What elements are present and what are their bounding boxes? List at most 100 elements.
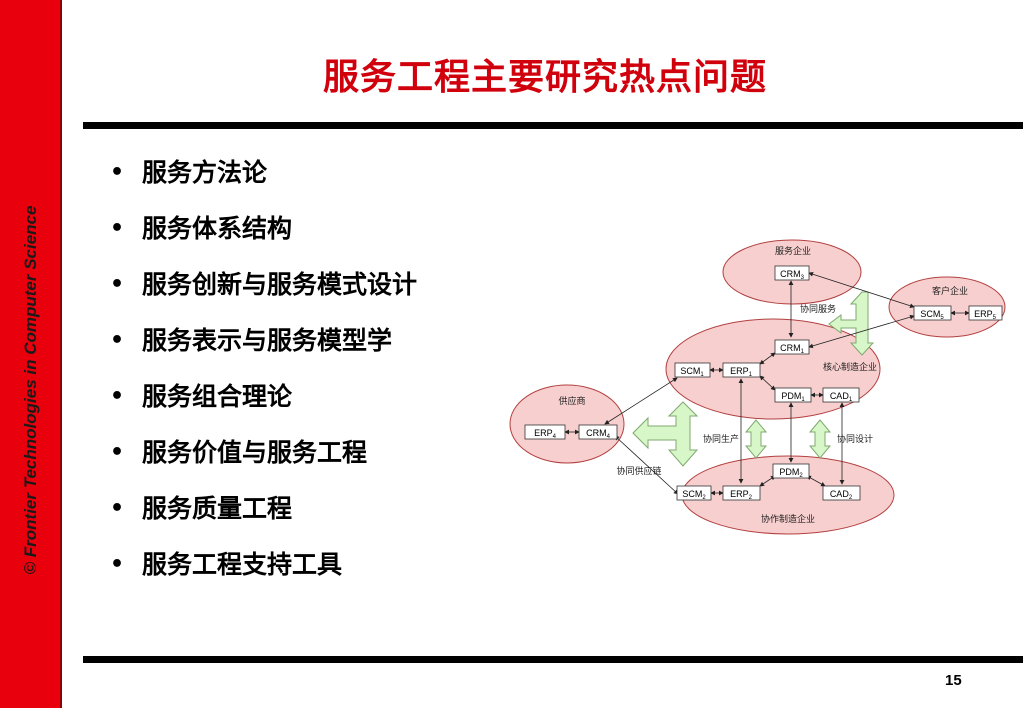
bullet-symbol: • [110, 160, 125, 185]
svg-text:ERP2: ERP2 [730, 489, 753, 501]
box-subscript: 2 [849, 495, 853, 501]
svg-text:ERP1: ERP1 [730, 366, 753, 378]
svg-text:CRM1: CRM1 [780, 343, 805, 355]
svg-text:SCM2: SCM2 [682, 489, 706, 501]
link-crm1-scm5 [808, 314, 915, 349]
svg-text:CAD2: CAD2 [830, 489, 853, 501]
collab-production-arrow [744, 419, 768, 459]
box-subscript: 4 [607, 434, 611, 440]
box-crm3: CRM3 [774, 265, 810, 281]
top-divider [83, 122, 1023, 129]
list-item: • 服务质量工程 [110, 492, 417, 548]
sidebar-caption: © Frontier Technologies in Computer Scie… [21, 205, 40, 575]
box-cad2: CAD2 [822, 485, 861, 501]
list-item-text: 服务组合理论 [142, 382, 293, 411]
box-subscript: 1 [849, 397, 853, 403]
list-item: • 服务方法论 [110, 156, 417, 212]
svg-text:ERP5: ERP5 [974, 309, 997, 321]
svg-text:PDM2: PDM2 [779, 467, 803, 479]
page-number: 15 [945, 672, 962, 689]
sidebar: © Frontier Technologies in Computer Scie… [0, 0, 62, 708]
box-label: CRM [780, 343, 801, 353]
box-subscript: 1 [749, 372, 753, 378]
box-label: ERP [534, 428, 553, 438]
bullet-symbol: • [110, 216, 125, 241]
list-item: • 服务价值与服务工程 [110, 436, 417, 492]
box-label: SCM [682, 489, 702, 499]
box-label: PDM [779, 467, 799, 477]
box-erp2: ERP2 [722, 485, 761, 501]
box-subscript: 3 [801, 275, 805, 281]
box-label: CRM [780, 269, 801, 279]
box-subscript: 2 [749, 495, 753, 501]
box-scm1: SCM1 [674, 362, 711, 378]
svg-text:PDM1: PDM1 [781, 391, 805, 403]
bullet-symbol: • [110, 328, 125, 353]
bullet-list: •服务方法论 •服务体系结构 •服务创新与服务模式设计 •服务表示与服务模型学 … [110, 156, 417, 604]
box-subscript: 5 [940, 315, 944, 321]
box-label: PDM [781, 391, 801, 401]
box-crm4: CRM4 [578, 424, 618, 440]
link-crm3-scm5 [808, 271, 915, 309]
bottom-divider [83, 656, 1023, 663]
label-collab-supply-chain: 协同供应链 [616, 465, 661, 477]
svg-text:CRM3: CRM3 [780, 269, 805, 281]
box-scm2: SCM2 [676, 485, 712, 501]
bullet-symbol: • [110, 384, 125, 409]
list-item-text: 服务表示与服务模型学 [142, 326, 393, 355]
box-erp5: ERP5 [968, 305, 1003, 321]
link-erp1-crm1 [759, 352, 776, 365]
link-erp1-pdm1 [759, 375, 776, 391]
list-item-text: 服务工程支持工具 [142, 550, 343, 579]
box-label: ERP [730, 489, 749, 499]
box-label: ERP [974, 309, 993, 319]
label-collab-enterprise: 协作制造企业 [761, 513, 815, 525]
bullet-symbol: • [110, 272, 125, 297]
list-item: • 服务创新与服务模式设计 [110, 268, 417, 324]
label-collab-service: 协同服务 [800, 303, 836, 315]
svg-text:CAD1: CAD1 [830, 391, 853, 403]
box-pdm1: PDM1 [774, 387, 812, 403]
collab-supply-chain-arrow [632, 401, 699, 467]
box-cad1: CAD1 [822, 387, 860, 403]
box-subscript: 2 [799, 473, 803, 479]
box-pdm2: PDM2 [772, 463, 810, 479]
list-item-text: 服务质量工程 [142, 494, 293, 523]
box-subscript: 1 [801, 349, 805, 355]
box-subscript: 5 [993, 315, 997, 321]
box-label: CAD [830, 489, 850, 499]
box-label: ERP [730, 366, 749, 376]
bullet-symbol: • [110, 552, 125, 577]
svg-text:CRM4: CRM4 [586, 428, 611, 440]
box-label: CRM [586, 428, 607, 438]
label-service-enterprise: 服务企业 [775, 245, 811, 257]
list-item-text: 服务创新与服务模式设计 [142, 270, 418, 299]
list-item: • 服务工程支持工具 [110, 548, 417, 604]
label-collab-design: 协同设计 [837, 433, 873, 445]
bullet-symbol: • [110, 496, 125, 521]
list-item: • 服务体系结构 [110, 212, 417, 268]
box-erp1: ERP1 [722, 362, 761, 378]
box-crm1: CRM1 [774, 339, 810, 355]
box-erp4: ERP4 [524, 424, 566, 440]
list-item: • 服务组合理论 [110, 380, 417, 436]
box-subscript: 1 [801, 397, 805, 403]
label-customer-enterprise: 客户企业 [932, 285, 968, 297]
label-collab-production: 协同生产 [703, 433, 739, 445]
list-item-text: 服务体系结构 [142, 214, 293, 243]
svg-text:ERP4: ERP4 [534, 428, 557, 440]
list-item: • 服务表示与服务模型学 [110, 324, 417, 380]
box-label: CAD [830, 391, 850, 401]
label-supplier: 供应商 [558, 395, 585, 407]
box-subscript: 4 [553, 434, 557, 440]
box-subscript: 2 [702, 495, 706, 501]
svg-text:SCM5: SCM5 [920, 309, 944, 321]
link-scm1-crm4 [604, 377, 678, 425]
box-subscript: 1 [700, 372, 704, 378]
label-core-enterprise: 核心制造企业 [823, 361, 877, 373]
list-item-text: 服务价值与服务工程 [142, 438, 368, 467]
link-pdm2-cad2 [806, 475, 826, 487]
bullet-symbol: • [110, 440, 125, 465]
box-scm5: SCM5 [913, 305, 952, 321]
list-item-text: 服务方法论 [142, 158, 268, 187]
